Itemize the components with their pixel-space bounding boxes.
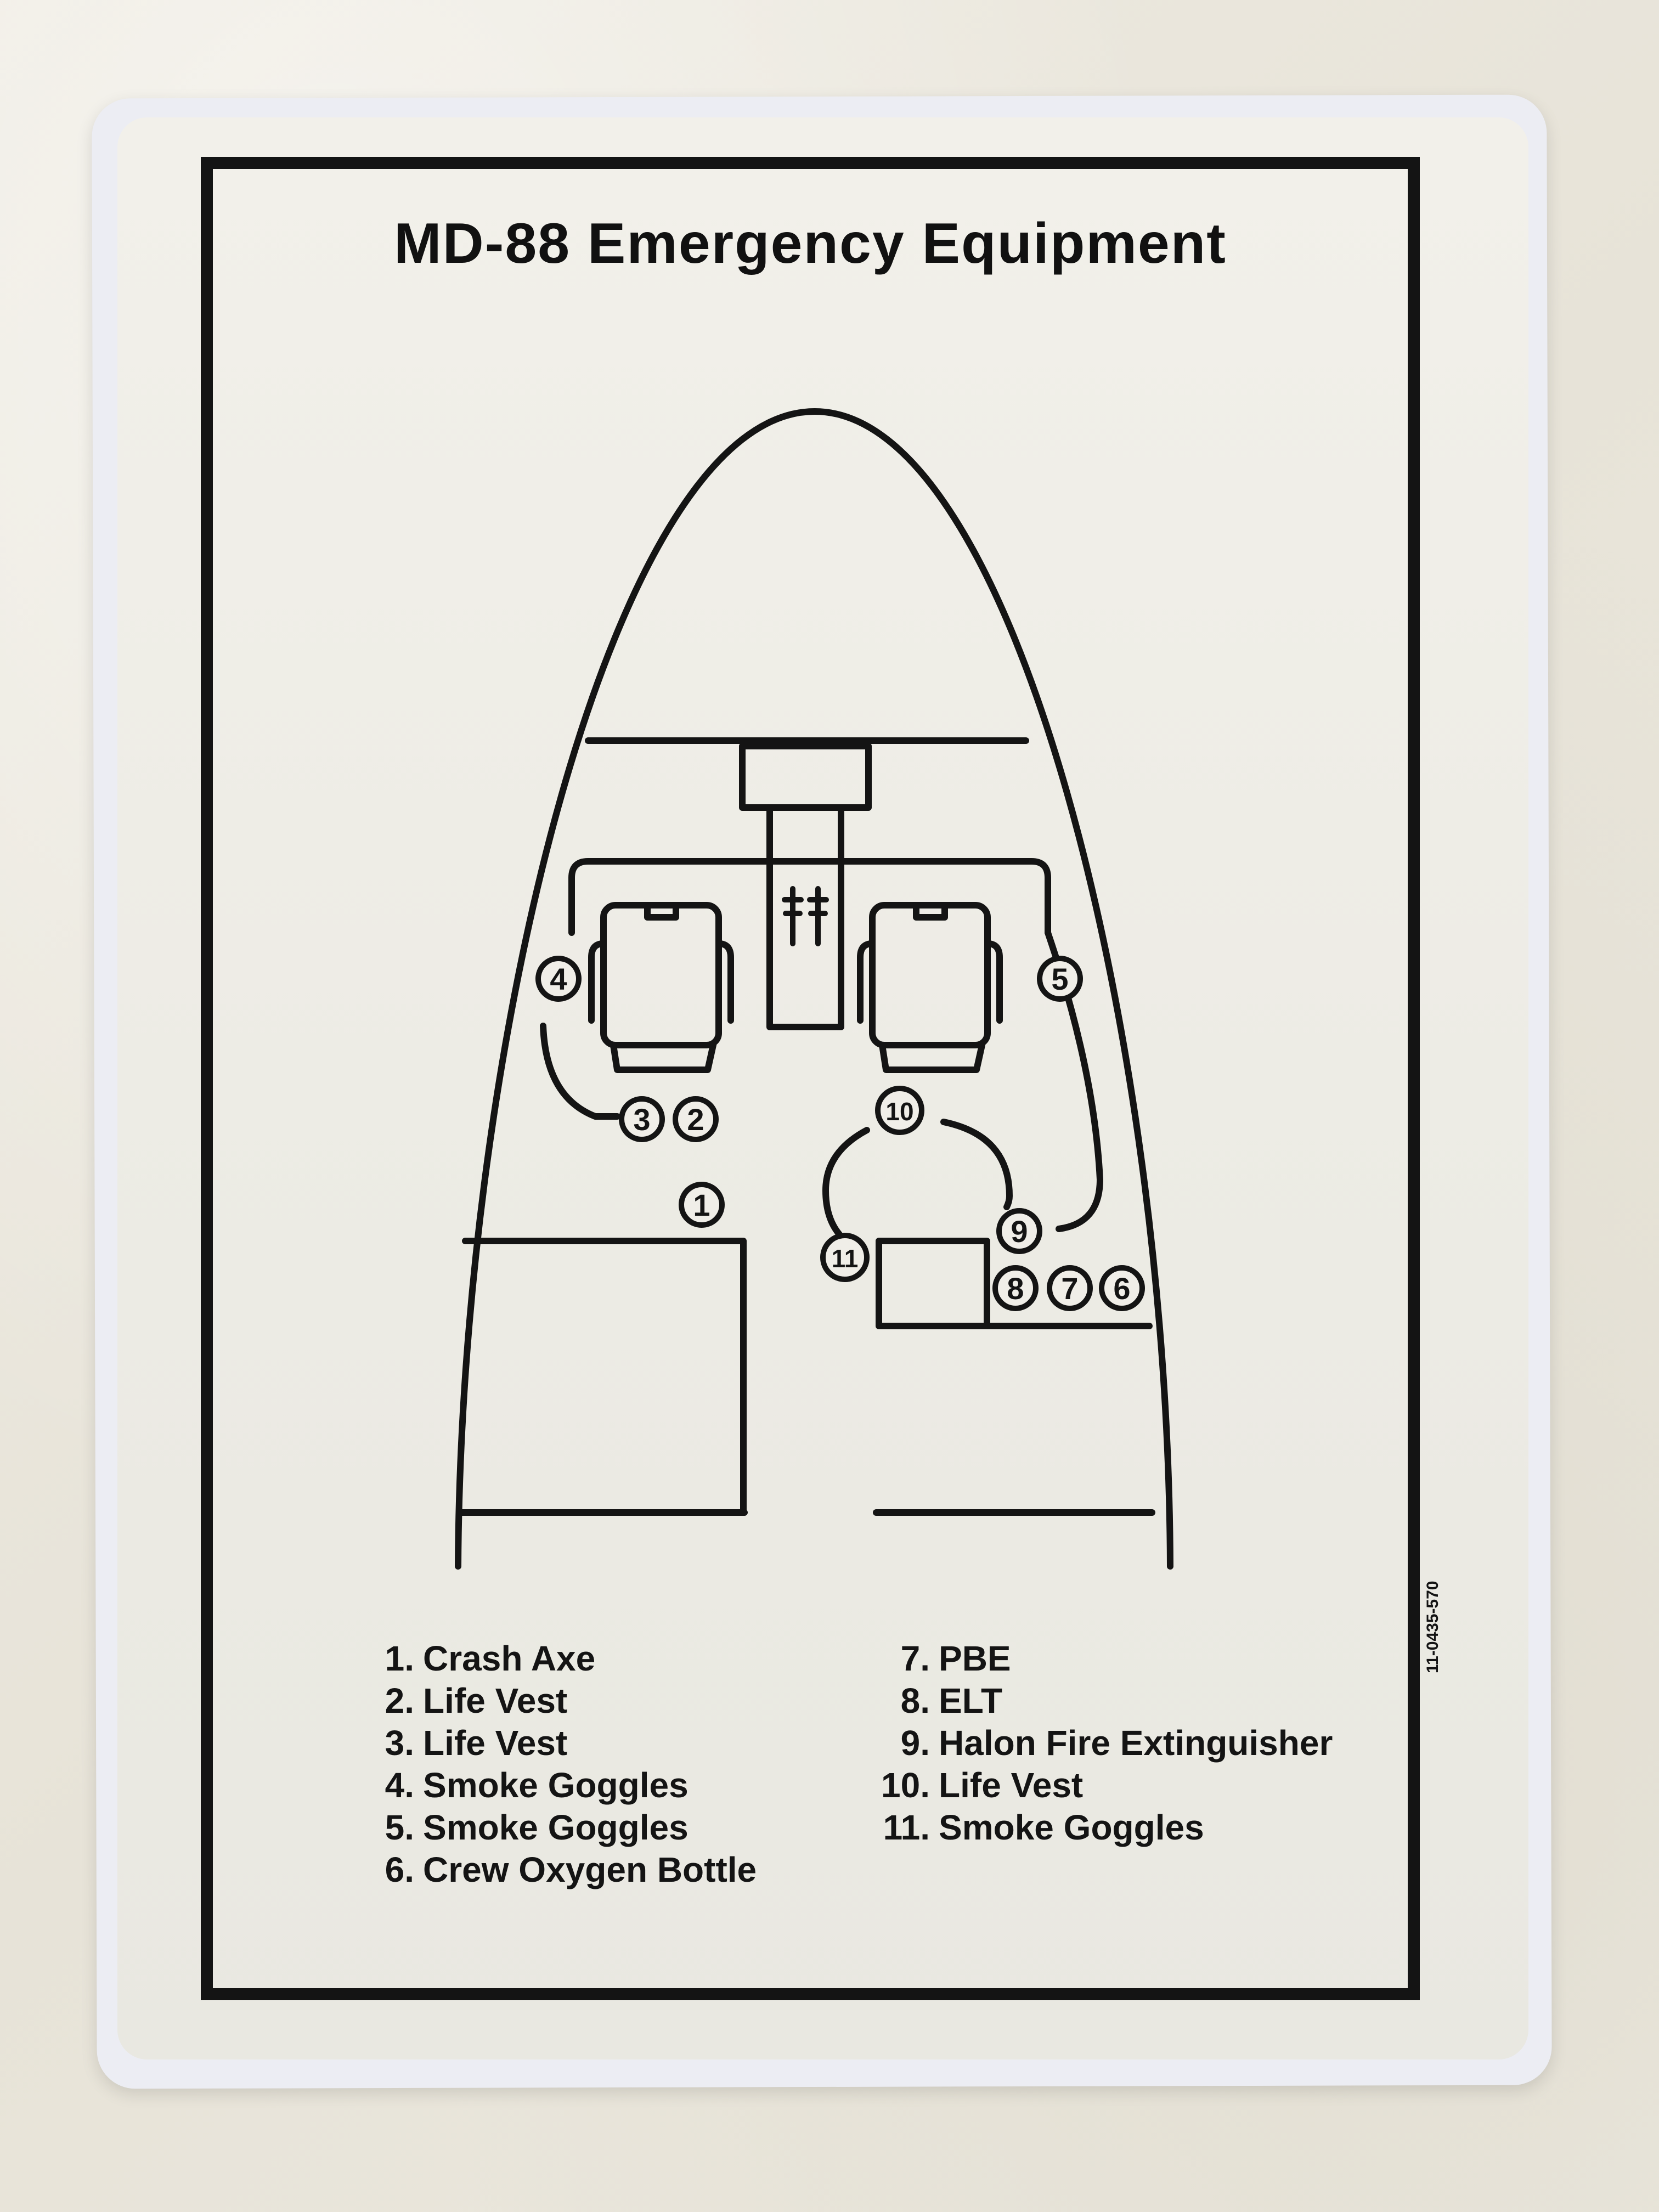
legend-left-column: 1.Crash Axe 2.Life Vest 3.Life Vest 4.Sm… — [362, 1638, 757, 1891]
instrument-panel — [568, 858, 1051, 936]
legend-item-number: 2. — [385, 1681, 414, 1720]
callout-8-label: 8 — [1007, 1271, 1024, 1306]
jumpseat-arc-left — [822, 1127, 870, 1238]
callout-10: 10 — [875, 1086, 924, 1135]
legend-item-number: 7. — [900, 1639, 930, 1678]
legend-item: 11.Smoke Goggles — [878, 1807, 1333, 1849]
legend-item-text: Crash Axe — [423, 1639, 596, 1678]
legend-item: 2.Life Vest — [362, 1680, 757, 1722]
legend-item-number: 3. — [385, 1723, 414, 1763]
legend-item-text: Smoke Goggles — [423, 1765, 689, 1805]
legend-item-number: 8. — [900, 1681, 930, 1720]
callout-7-label: 7 — [1061, 1271, 1078, 1306]
placard-title: MD-88 Emergency Equipment — [394, 212, 1227, 275]
legend-item-text: ELT — [939, 1681, 1003, 1720]
callout-6: 6 — [1099, 1265, 1145, 1311]
legend-item-text: Smoke Goggles — [423, 1808, 689, 1847]
part-number-text: 11-0435-570 — [1424, 1581, 1442, 1674]
placard-card — [117, 117, 1528, 2059]
throttle-levers-icon — [782, 886, 829, 946]
callout-5: 5 — [1037, 956, 1083, 1002]
callout-9: 9 — [996, 1208, 1042, 1254]
callout-5-label: 5 — [1051, 962, 1068, 996]
legend-item-number: 11. — [883, 1808, 930, 1847]
legend-item-number: 9. — [900, 1723, 930, 1763]
legend-item: 8.ELT — [878, 1680, 1333, 1722]
legend-item-number: 4. — [385, 1765, 414, 1805]
legend-item-text: Life Vest — [939, 1765, 1084, 1805]
callout-2: 2 — [673, 1096, 719, 1142]
legend-item-number: 5. — [385, 1808, 414, 1847]
first-officer-seat-icon — [857, 902, 1003, 1073]
callout-3-label: 3 — [633, 1102, 650, 1137]
nose-outline — [455, 408, 1173, 1570]
galley-box — [876, 1238, 990, 1329]
legend-item: 6.Crew Oxygen Bottle — [362, 1849, 757, 1891]
legend-item-text: PBE — [939, 1639, 1011, 1678]
callout-11: 11 — [820, 1233, 870, 1282]
callout-1: 1 — [679, 1182, 725, 1228]
legend-item: 5.Smoke Goggles — [362, 1807, 757, 1849]
captain-seat-icon — [588, 902, 734, 1073]
callout-9-label: 9 — [1011, 1214, 1028, 1249]
legend-item-text: Crew Oxygen Bottle — [423, 1850, 757, 1889]
legend-item: 4.Smoke Goggles — [362, 1764, 757, 1807]
legend-item-text: Life Vest — [423, 1681, 568, 1720]
callout-8: 8 — [992, 1265, 1039, 1311]
callout-3: 3 — [619, 1096, 665, 1142]
legend-item: 10.Life Vest — [878, 1764, 1333, 1807]
legend-item-number: 10. — [881, 1765, 930, 1805]
center-console-top — [739, 743, 872, 811]
callout-10-label: 10 — [885, 1097, 913, 1126]
legend-item: 1.Crash Axe — [362, 1638, 757, 1680]
callout-2-label: 2 — [687, 1102, 704, 1137]
callout-6-label: 6 — [1113, 1271, 1130, 1306]
legend-item-text: Halon Fire Extinguisher — [939, 1723, 1333, 1763]
legend-right-column: 7.PBE 8.ELT 9.Halon Fire Extinguisher 10… — [878, 1638, 1333, 1849]
callout-4: 4 — [535, 956, 582, 1002]
legend-item: 7.PBE — [878, 1638, 1333, 1680]
callout-1-label: 1 — [693, 1188, 710, 1222]
left-aisle-arc — [540, 1023, 620, 1120]
legend-item: 9.Halon Fire Extinguisher — [878, 1722, 1333, 1764]
legend-item-number: 1. — [385, 1639, 414, 1678]
center-pedestal — [766, 804, 844, 1030]
jumpseat-arc-right — [940, 1119, 1013, 1210]
legend-item: 3.Life Vest — [362, 1722, 757, 1764]
legend-item-number: 6. — [385, 1850, 414, 1889]
callout-4-label: 4 — [550, 962, 567, 996]
legend-item-text: Life Vest — [423, 1723, 568, 1763]
callout-11-label: 11 — [832, 1244, 859, 1273]
placard-border — [201, 157, 1420, 2000]
left-closet-box — [459, 1238, 748, 1516]
storage-compartment — [984, 1259, 1153, 1329]
callout-7: 7 — [1047, 1265, 1093, 1311]
legend-item-text: Smoke Goggles — [939, 1808, 1204, 1847]
